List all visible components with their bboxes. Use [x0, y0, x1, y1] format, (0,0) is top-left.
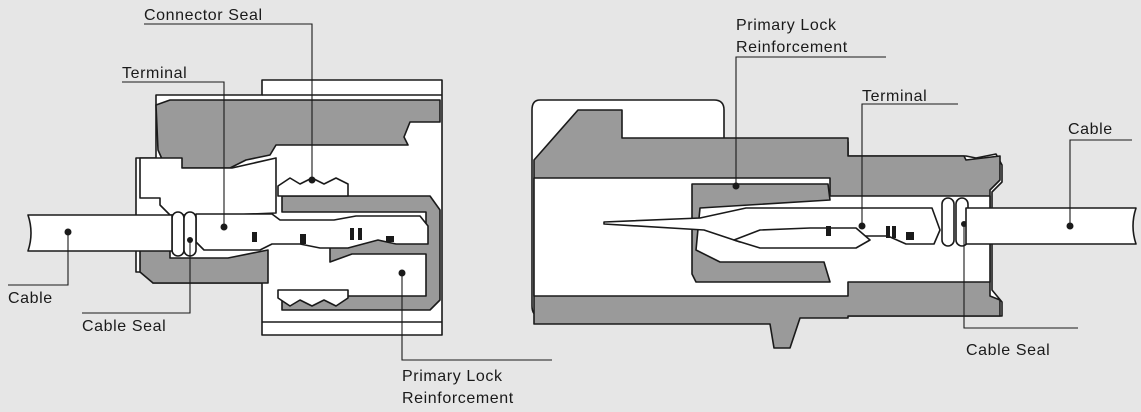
right-label-primary-lock-1: Primary Lock: [736, 17, 837, 34]
right-terminal-lower-spring: [733, 227, 871, 249]
right-label-cable-seal: Cable Seal: [966, 342, 1050, 359]
left-label-cable: Cable: [8, 290, 53, 307]
left-callouts: Cable Cable Seal Terminal Connector Seal…: [8, 7, 552, 407]
left-label-cable-seal: Cable Seal: [82, 318, 166, 335]
right-cable-seal-ring-1: [941, 197, 955, 247]
left-label-primary-lock-2: Reinforcement: [402, 390, 514, 407]
left-connector-drawing: [27, 79, 443, 336]
right-cable: [965, 207, 1137, 245]
left-label-connector-seal: Connector Seal: [144, 7, 263, 24]
left-label-primary-lock-1: Primary Lock: [402, 368, 503, 385]
right-label-cable: Cable: [1068, 121, 1113, 138]
left-cable-seal-ring-1: [171, 211, 185, 257]
left-connector-seal-upper: [277, 177, 349, 197]
left-rear-lower-housing: [139, 249, 269, 284]
right-label-primary-lock-2: Reinforcement: [736, 39, 848, 56]
right-primary-lock-reinforcement: [691, 183, 831, 283]
right-connector-drawing: [531, 99, 1137, 349]
left-cable: [27, 214, 173, 252]
left-connector-seal-lower: [277, 289, 349, 307]
right-callouts: Cable Cable Seal Terminal Primary Lock R…: [732, 17, 1132, 359]
left-label-terminal: Terminal: [122, 65, 187, 82]
right-label-terminal: Terminal: [862, 88, 927, 105]
